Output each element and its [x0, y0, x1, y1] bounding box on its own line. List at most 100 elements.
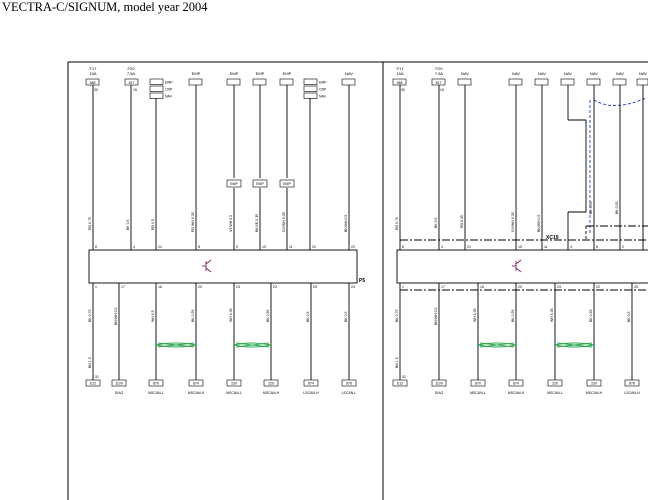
- bottom-box-label: 874: [513, 382, 519, 386]
- pin-number: 8: [95, 245, 97, 249]
- pin-number: 31: [402, 375, 406, 379]
- wire-label: BK 0.35: [615, 201, 619, 214]
- diagram-frame: [67, 61, 648, 500]
- wire-label: GY/WH 0.35: [282, 212, 286, 232]
- wire-label: RD WH 0.35: [191, 212, 195, 232]
- panel-right: F17 15A 488 30 F20 7.5A 817 15 NAV NAV N…: [392, 66, 648, 395]
- lower-wires: [399, 283, 633, 380]
- bottom-box-label: 870: [153, 382, 159, 386]
- pin-number: 17: [441, 285, 445, 289]
- wire-label: BN 1.5: [395, 357, 399, 368]
- pin-number: 22: [596, 285, 600, 289]
- bottom-box: [341, 379, 357, 387]
- header-label: EMP: [192, 71, 201, 76]
- module-block: [88, 249, 358, 284]
- header-box: [85, 78, 100, 86]
- header-label: EMP: [256, 71, 265, 76]
- wire-label: RD 0.35: [460, 215, 464, 228]
- header-box: [303, 92, 318, 99]
- pin-number: 8: [402, 245, 404, 249]
- header-box-label: 817: [436, 81, 442, 85]
- pin-number: 10: [518, 245, 522, 249]
- bottom-box: [263, 379, 279, 387]
- bottom-box-label: 220: [552, 382, 558, 386]
- header-box: [303, 85, 318, 92]
- pin-number: 22: [273, 285, 277, 289]
- wire-label: RD 0.5: [151, 219, 155, 230]
- mid-box-label: EMP: [256, 182, 264, 186]
- header-box: [560, 78, 575, 86]
- fuse-rating: 7.5A: [127, 71, 136, 76]
- header-box: [586, 78, 601, 86]
- header-box: [303, 78, 318, 85]
- wire-label: BK 0.35: [266, 309, 270, 322]
- header-label: NAV: [512, 71, 520, 76]
- pin-number: 25: [313, 285, 317, 289]
- wire-label: BK/YE 0.35: [255, 214, 259, 232]
- pin-number: 20: [198, 285, 202, 289]
- bottom-box-label: 220: [231, 382, 237, 386]
- header-box-label: 817: [129, 81, 135, 85]
- pin-number: 16: [480, 285, 484, 289]
- header-label: NAV: [564, 71, 572, 76]
- header-box: [508, 78, 523, 86]
- header-box-label: 488: [397, 81, 403, 85]
- bottom-box-label: 1100: [115, 382, 123, 386]
- wire-label: BK/WH 0.5: [537, 215, 541, 232]
- transistor-icon: [512, 259, 522, 273]
- wire-label: BK 0.75: [88, 309, 92, 322]
- header-box: [534, 78, 549, 86]
- stack-label: CRP: [165, 88, 173, 92]
- bottom-label: MSCAN-L: [470, 391, 486, 395]
- header-box: [392, 78, 407, 86]
- transistor-icon: [202, 259, 212, 273]
- bottom-box-label: 878: [629, 382, 635, 386]
- wire-label: BN/WH 0.5: [114, 307, 118, 325]
- bottom-box-label: 874: [193, 382, 199, 386]
- module-name: P5: [359, 278, 365, 284]
- header-box: [341, 78, 356, 86]
- bottom-label: MSCAN-H: [508, 391, 525, 395]
- bottom-box-label: E12: [397, 382, 403, 386]
- header-box: [612, 78, 627, 86]
- stack-label: EMP: [165, 81, 173, 85]
- bottom-label: MSCAN-L: [226, 391, 242, 395]
- pin-number: 9: [236, 245, 238, 249]
- stack-label: NAV: [165, 95, 173, 99]
- pin-number: 21: [158, 245, 162, 249]
- bottom-box: [547, 379, 563, 387]
- pin-number: 30: [94, 88, 98, 92]
- bottom-label: DIAG: [115, 391, 124, 395]
- pin-number: 22: [351, 245, 355, 249]
- pin-number: 5: [596, 245, 598, 249]
- pin-number: 11: [289, 245, 293, 249]
- header-box: [431, 78, 446, 86]
- bottom-label: MSCAN-L: [547, 391, 563, 395]
- wire-label: BK 0.75: [395, 309, 399, 322]
- stack-label: CRP: [319, 88, 327, 92]
- wire-label: WH 0.35: [550, 308, 554, 322]
- wire-label: VT/WH 0.5: [229, 215, 233, 232]
- twisted-pair-icon: [233, 342, 272, 348]
- header-box: [457, 78, 472, 86]
- header-box-label: 488: [90, 81, 96, 85]
- page-title: VECTRA-C/SIGNUM, model year 2004: [2, 0, 208, 14]
- bottom-label: MSCAN-H: [263, 391, 280, 395]
- bottom-box: [624, 379, 640, 387]
- wire-label: BK 0.35: [511, 309, 515, 322]
- wire-label: GY/WH 0.35: [511, 212, 515, 232]
- bottom-box: [226, 379, 242, 387]
- pin-number: 1: [402, 285, 404, 289]
- pin-number: 20: [312, 245, 316, 249]
- bottom-label: LSCAN-H: [303, 391, 319, 395]
- twisted-pair-icon: [155, 342, 197, 348]
- pin-number: 23: [236, 285, 240, 289]
- pin-number: 24: [351, 285, 355, 289]
- stack-label: EMP: [319, 81, 327, 85]
- lower-wires: [92, 283, 350, 380]
- wire-label: BK 0.35: [589, 201, 593, 214]
- pin-number: 21: [467, 245, 471, 249]
- pin-number: 17: [121, 285, 125, 289]
- header-label: EMP: [283, 71, 292, 76]
- bottom-box: [111, 379, 127, 387]
